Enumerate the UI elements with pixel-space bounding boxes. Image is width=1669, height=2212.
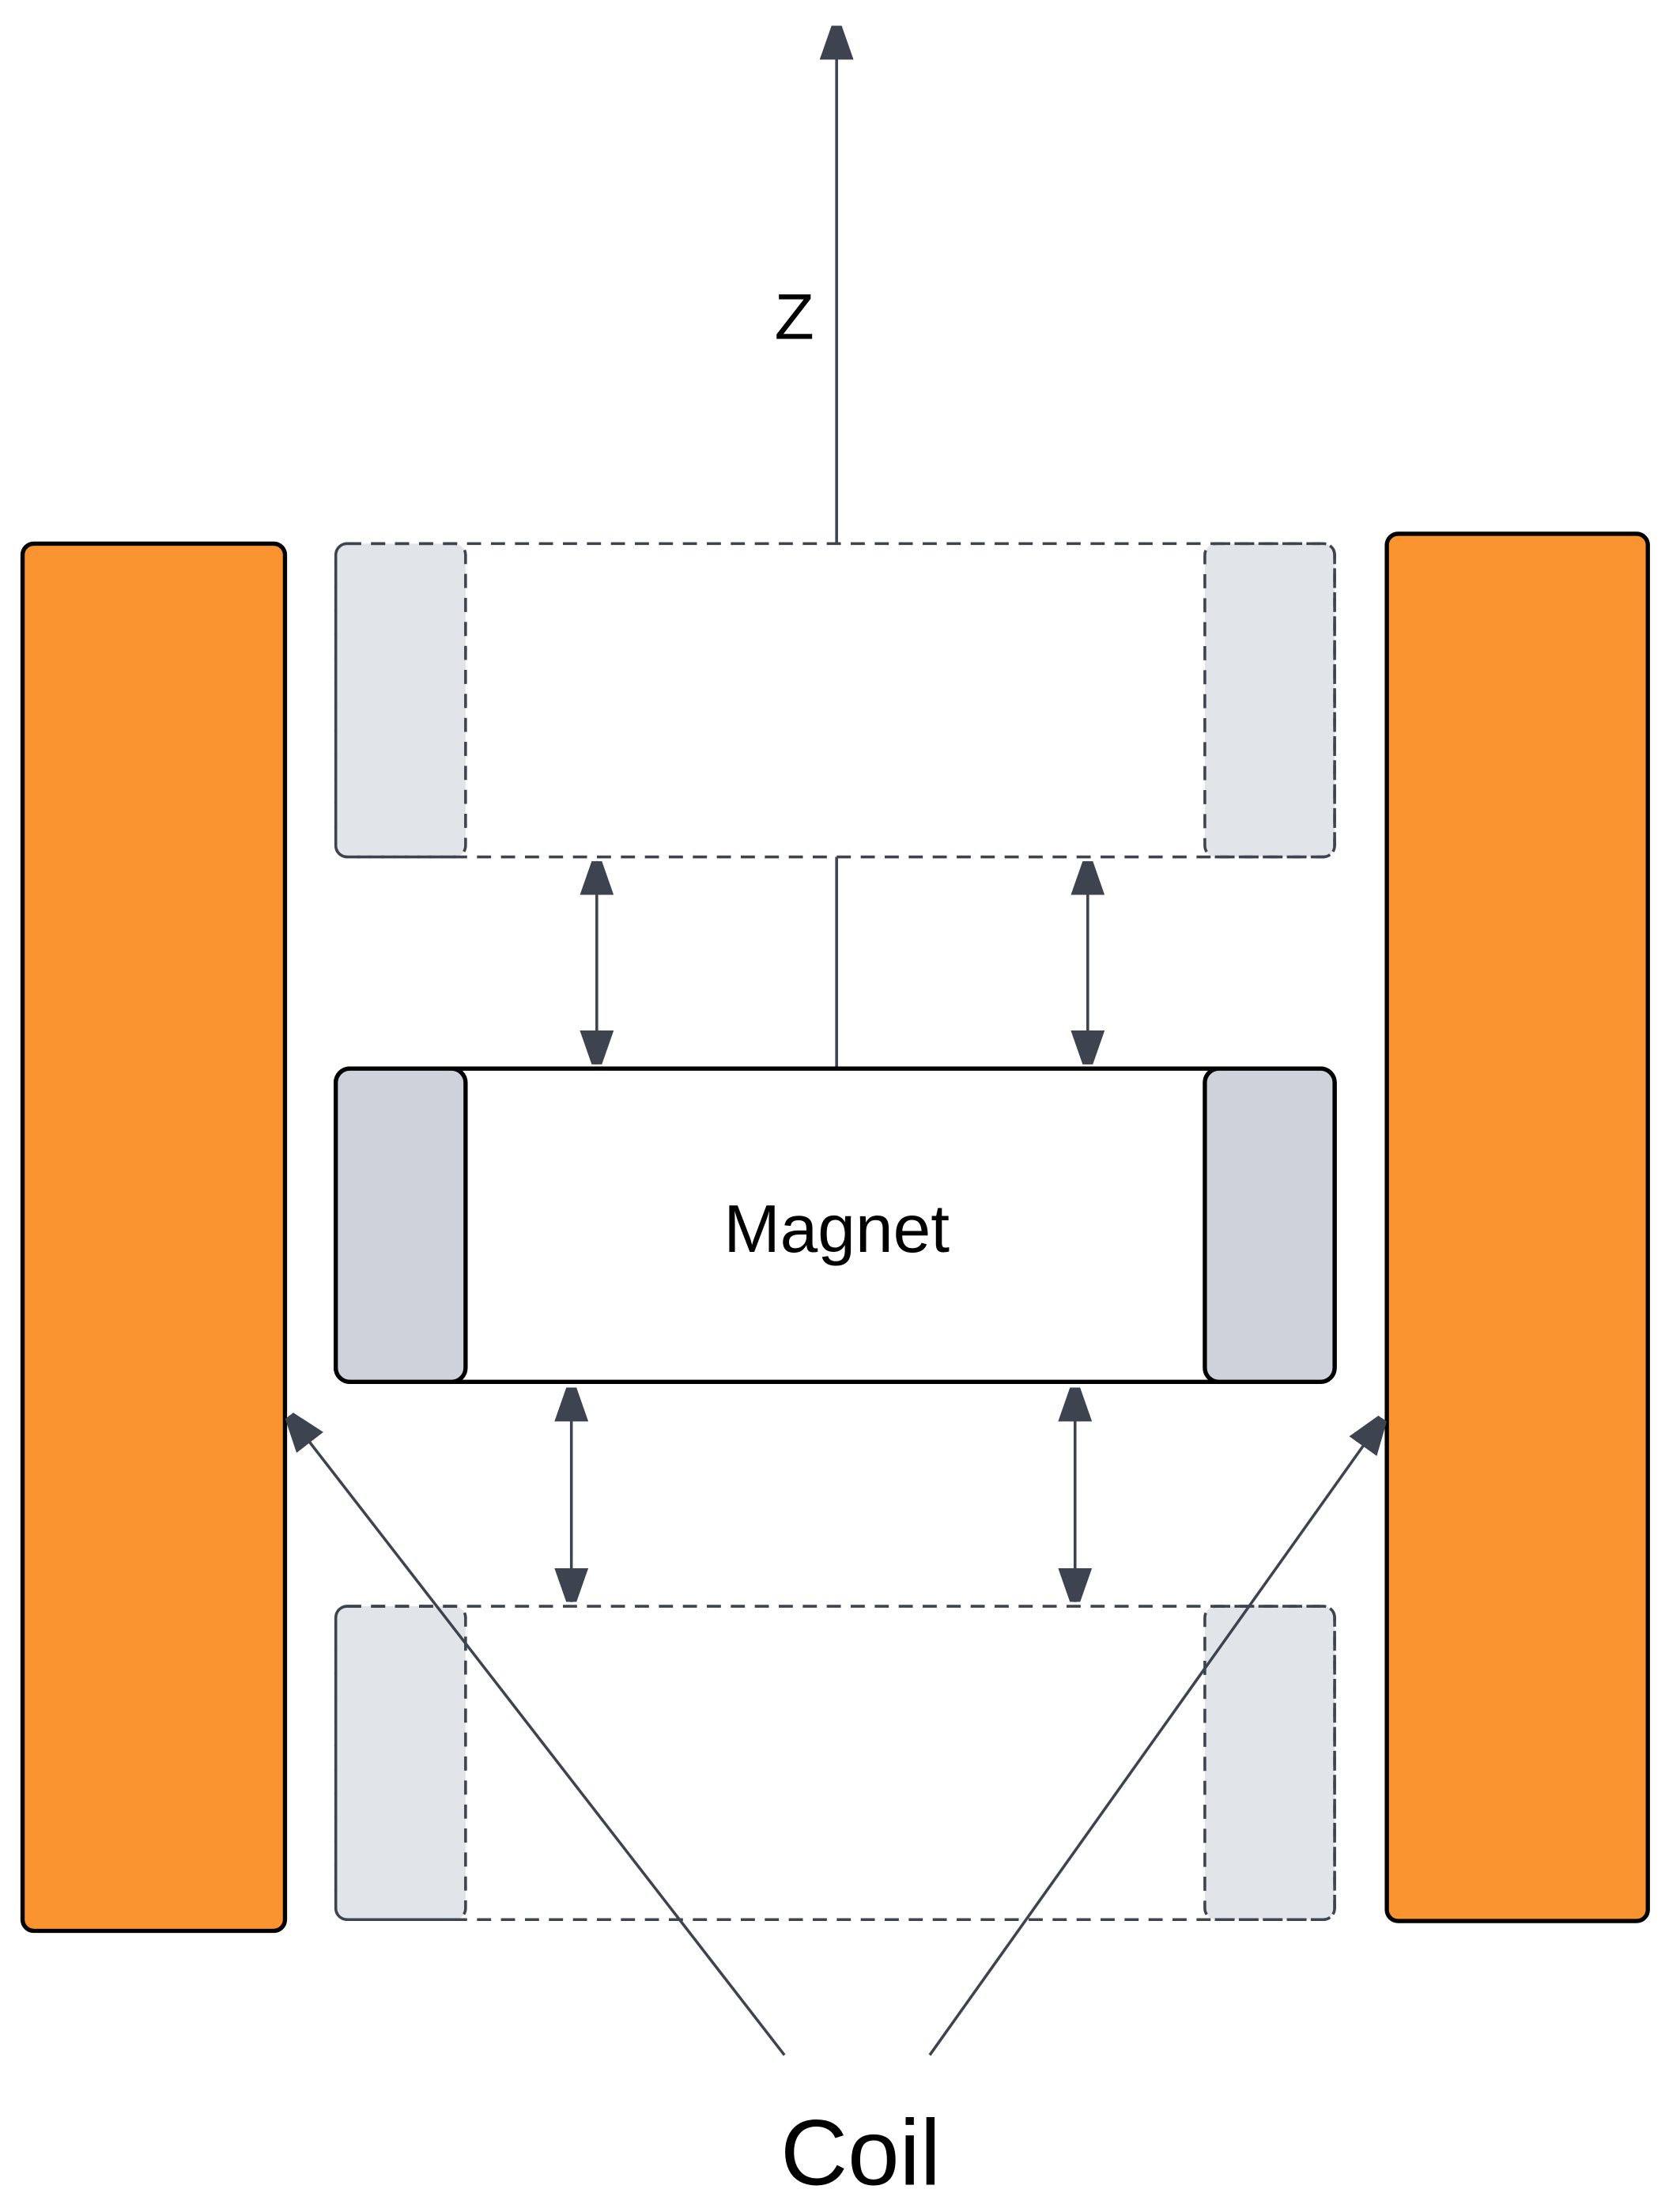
coil-pointer-left <box>285 1412 786 2056</box>
coil-label: Coil <box>780 2100 941 2205</box>
magnet-left-end <box>334 1066 468 1385</box>
z-axis-label: Z <box>775 282 814 354</box>
lower-ghost-right-end <box>1203 1605 1336 1922</box>
coil-pointer-right <box>928 1416 1387 2056</box>
upper-ghost-outline <box>334 542 1336 859</box>
lower-ghost-outline <box>334 1605 1336 1922</box>
magnet: Magnet <box>334 1066 1337 1385</box>
upper-ghost-left-end <box>334 542 467 859</box>
upper-ghost-magnet <box>334 542 1336 859</box>
upper-ghost-right-end <box>1203 542 1336 859</box>
lower-ghost-magnet <box>334 1605 1336 1922</box>
left-coil <box>20 541 288 1934</box>
magnet-right-end <box>1203 1066 1337 1385</box>
lower-ghost-left-end <box>334 1605 467 1922</box>
magnet-label: Magnet <box>723 1191 950 1267</box>
right-coil <box>1384 531 1650 1923</box>
